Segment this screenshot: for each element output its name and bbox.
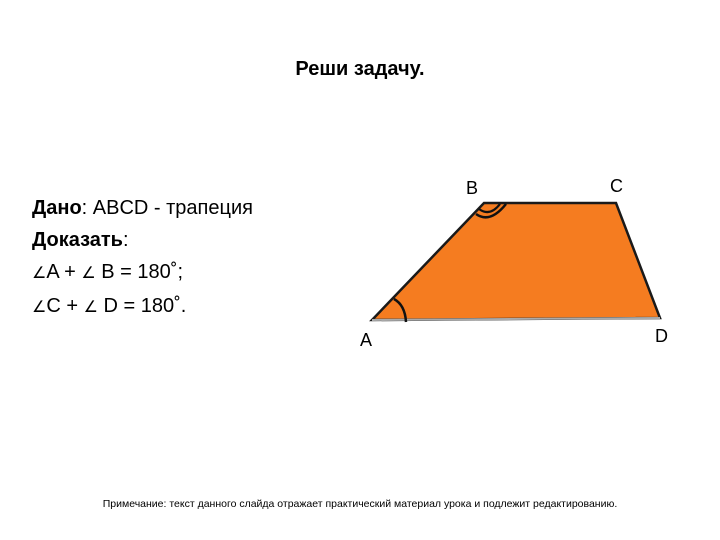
statement-1: ∠A + ∠ B = 180˚; bbox=[32, 256, 253, 290]
vertex-label-c: C bbox=[610, 176, 623, 196]
statement-2-part-a: C + bbox=[46, 295, 84, 317]
prove-label: Доказать bbox=[32, 229, 123, 251]
trapezoid-base bbox=[371, 317, 661, 321]
given-text: : ABCD - трапеция bbox=[81, 197, 253, 219]
vertex-label-d: D bbox=[655, 326, 668, 346]
angle-icon: ∠ bbox=[83, 299, 98, 316]
problem-statement: Дано: ABCD - трапеция Доказать: ∠A + ∠ B… bbox=[32, 192, 253, 324]
statement-2-part-b: D = 180˚. bbox=[97, 295, 187, 317]
slide-title: Реши задачу. bbox=[295, 58, 425, 80]
trapezoid-shape bbox=[369, 201, 662, 322]
statement-1-part-a: A + bbox=[46, 261, 82, 283]
angle-mark-b bbox=[475, 203, 507, 219]
vertex-label-a: A bbox=[360, 330, 373, 350]
angle-icon: ∠ bbox=[81, 265, 96, 282]
angle-mark-b-inner bbox=[478, 203, 501, 214]
angle-icon: ∠ bbox=[32, 299, 47, 316]
given-line: Дано: ABCD - трапеция bbox=[32, 192, 253, 224]
angle-mark-a bbox=[393, 297, 408, 323]
vertex-label-b: B bbox=[466, 178, 479, 198]
statement-1-part-b: B = 180˚; bbox=[95, 261, 183, 283]
statement-2: ∠C + ∠ D = 180˚. bbox=[32, 290, 253, 324]
prove-line: Доказать: bbox=[32, 224, 253, 256]
angle-icon: ∠ bbox=[32, 265, 47, 282]
prove-colon: : bbox=[122, 229, 129, 251]
footer-note: Примечание: текст данного слайда отражае… bbox=[102, 498, 618, 510]
given-label: Дано bbox=[32, 197, 82, 219]
